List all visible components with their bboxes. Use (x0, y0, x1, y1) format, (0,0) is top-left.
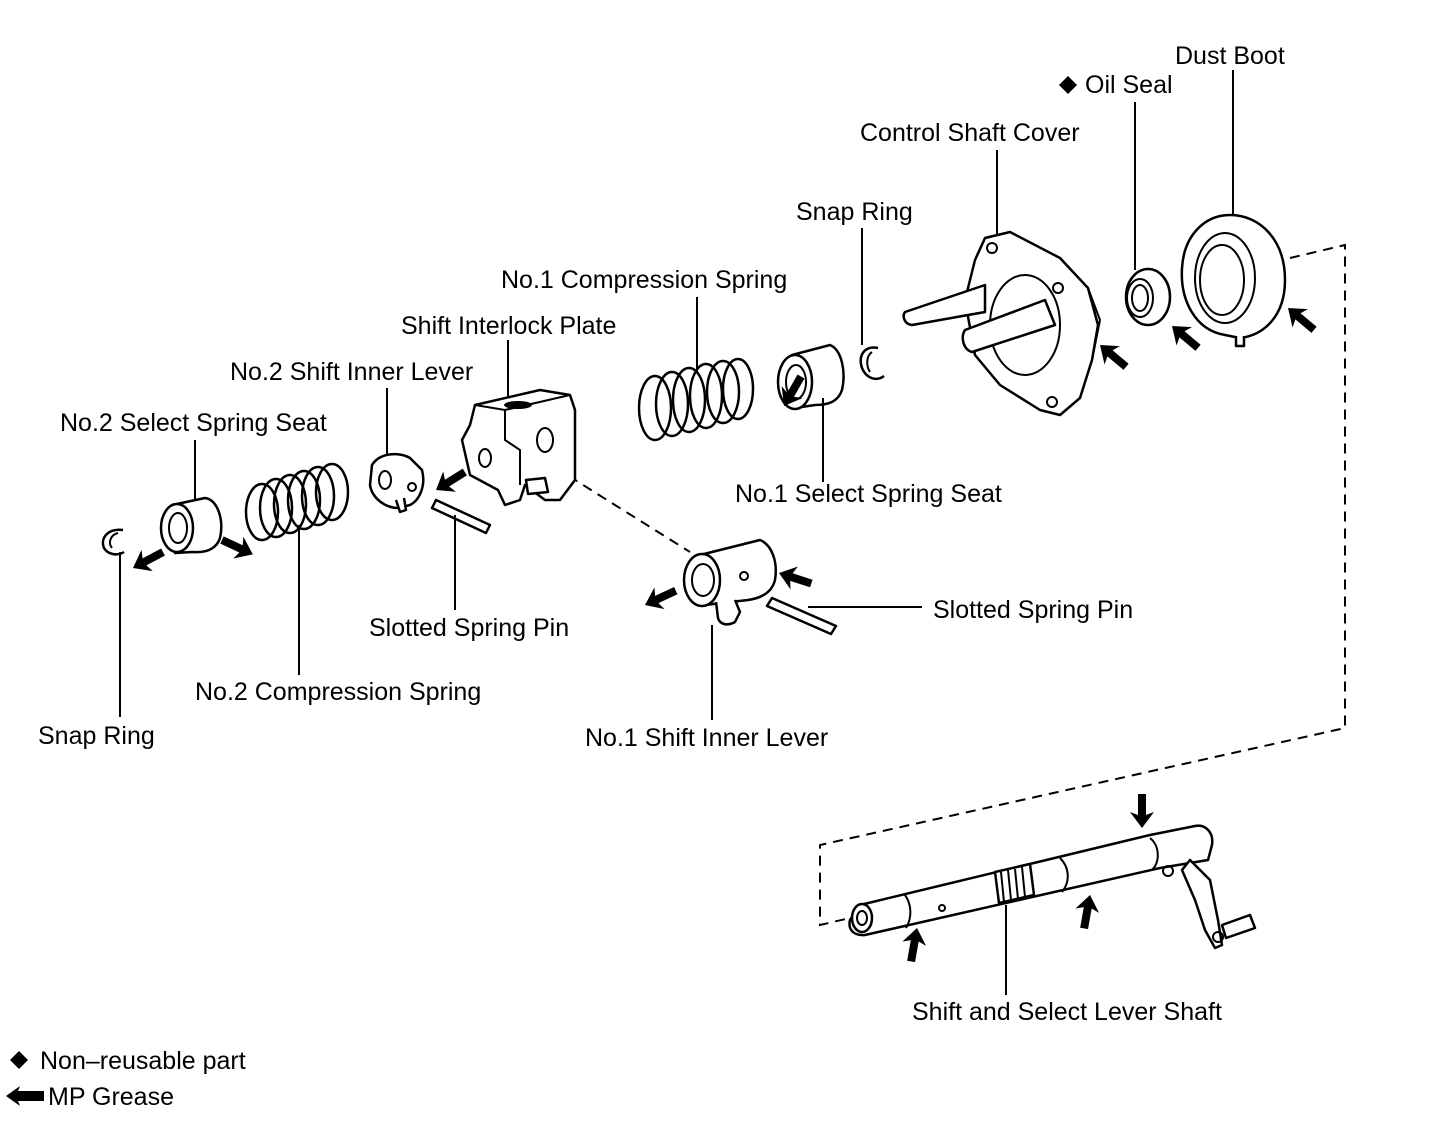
shift-interlock-plate-part (460, 388, 577, 507)
no2-compression-spring-part (244, 462, 350, 542)
label-no1-shift-inner-lever: No.1 Shift Inner Lever (585, 724, 828, 752)
grease-arrow-icon (639, 579, 681, 616)
no1-shift-inner-lever-part (682, 538, 777, 626)
leader-lines (119, 70, 1234, 995)
legend-mp-grease: MP Grease (48, 1083, 174, 1111)
snap-ring-left-part (101, 528, 125, 556)
label-control-shaft-cover: Control Shaft Cover (860, 119, 1080, 147)
label-no1-compression-spring: No.1 Compression Spring (501, 266, 787, 294)
label-no2-select-spring-seat: No.2 Select Spring Seat (60, 409, 327, 437)
shift-select-lever-shaft-part (848, 824, 1257, 950)
control-shaft-cover-part (902, 230, 1102, 417)
legend-grease-arrow-icon (6, 1086, 44, 1106)
assembly-line-inner-lever (539, 457, 691, 553)
label-snap-ring-lower: Snap Ring (38, 722, 155, 750)
label-no2-shift-inner-lever: No.2 Shift Inner Lever (230, 358, 473, 386)
no2-select-spring-seat-part (159, 496, 223, 555)
snap-ring-upper-part (859, 346, 885, 380)
non-reusable-diamond-icon (1059, 76, 1077, 94)
label-no1-select-spring-seat: No.1 Select Spring Seat (735, 480, 1002, 508)
label-dust-boot: Dust Boot (1175, 42, 1285, 70)
legend: Non–reusable part MP Grease (6, 1047, 246, 1111)
grease-arrow-icon (1280, 298, 1322, 340)
grease-arrow-icon (429, 461, 472, 501)
grease-arrow-icon (1092, 335, 1134, 377)
label-oil-seal: Oil Seal (1085, 71, 1173, 99)
legend-non-reusable: Non–reusable part (40, 1047, 246, 1075)
grease-arrow-icon (127, 541, 169, 579)
grease-arrow-icon (1072, 892, 1102, 931)
label-shift-select-lever-shaft: Shift and Select Lever Shaft (912, 998, 1222, 1026)
legend-diamond-icon (10, 1051, 28, 1069)
label-snap-ring-upper: Snap Ring (796, 198, 913, 226)
slotted-spring-pin-left-part (430, 498, 492, 535)
no1-compression-spring-part (637, 357, 755, 442)
slotted-spring-pin-right-part (765, 596, 838, 636)
assembly-line-shaft (819, 243, 1346, 927)
oil-seal-part (1124, 267, 1172, 327)
no2-shift-inner-lever-part (368, 452, 425, 514)
grease-arrow-icon (899, 925, 929, 964)
label-slotted-spring-pin-left: Slotted Spring Pin (369, 614, 569, 642)
grease-arrow-icon (775, 561, 816, 595)
grease-arrow-icon (1130, 794, 1154, 828)
label-oil-seal-group: Oil Seal (1059, 71, 1173, 99)
dust-boot-part (1180, 213, 1287, 348)
label-slotted-spring-pin-right: Slotted Spring Pin (933, 596, 1133, 624)
label-no2-compression-spring: No.2 Compression Spring (195, 678, 481, 706)
label-shift-interlock-plate: Shift Interlock Plate (401, 312, 616, 340)
